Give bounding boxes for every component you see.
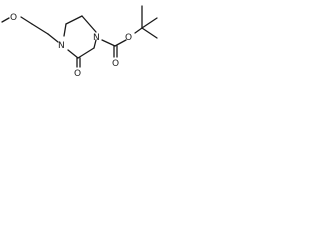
bond-oester-cq: [134, 27, 143, 34]
bond-methyl-o: [1, 17, 10, 23]
atom-lactam-o: O: [74, 69, 81, 79]
atom-ester-o: O: [125, 33, 132, 43]
bond-ch2-n: [47, 33, 59, 43]
bond-c3-c2: [77, 47, 95, 59]
bond-c5-n4: [63, 23, 67, 37]
structure-svg: O N N O O O: [1, 5, 158, 79]
bond-cq-me3: [141, 27, 158, 39]
bond-c6-c5: [65, 15, 83, 25]
bond-c2-n1: [93, 39, 97, 49]
bond-o-ch2: [20, 16, 33, 25]
atom-ester-carbonyl-o: O: [112, 59, 119, 69]
bond-ch2-ch2: [31, 23, 49, 35]
atom-methoxy-o: O: [10, 13, 17, 23]
atom-ring-n-right: N: [93, 33, 100, 43]
bond-n4-c3: [67, 49, 79, 59]
bond-n1-c-carbamate: [101, 39, 116, 47]
molecule-diagram: O N N O O O: [0, 0, 170, 80]
bond-n1-c6: [81, 15, 97, 33]
bond-c-oester: [114, 39, 127, 47]
bond-cq-me2: [141, 17, 158, 29]
atom-ring-n-left: N: [58, 41, 65, 51]
